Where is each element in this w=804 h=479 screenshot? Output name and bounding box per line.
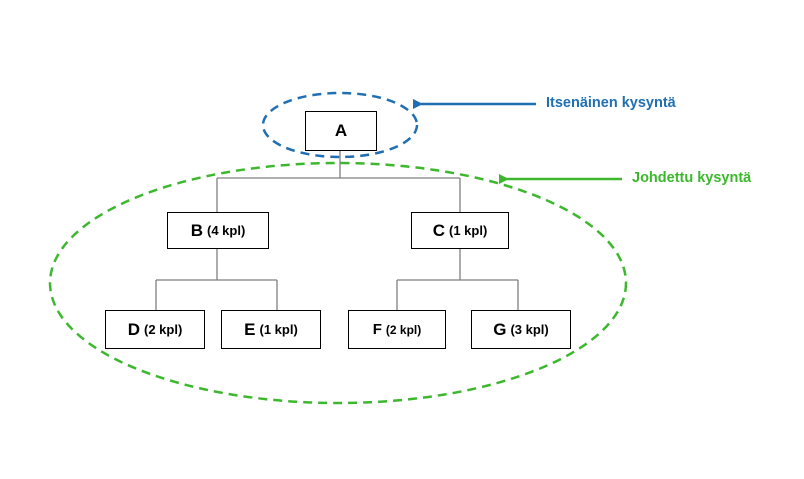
dependent-demand-ellipse [48,161,628,405]
dependent-demand-label: Johdettu kysyntä [632,170,752,186]
node-c-letter: C [432,220,445,240]
connector-b-de [155,249,278,310]
node-b-letter: B [190,220,203,240]
node-e: E (1 kpl) [221,310,321,349]
node-c-quantity: (1 kpl) [448,223,488,238]
node-f: F (2 kpl) [348,310,446,349]
node-g-letter: G [493,319,507,339]
node-e-quantity: (1 kpl) [259,322,298,337]
node-f-letter: F [372,321,382,338]
independent-demand-label: Itsenäinen kysyntä [546,95,676,111]
node-c: C (1 kpl) [411,212,509,249]
node-d-quantity: (2 kpl) [143,322,183,337]
node-a: A [305,111,377,151]
connector-lines [155,150,519,310]
node-g-quantity: (3 kpl) [510,322,549,337]
node-b: B (4 kpl) [167,212,269,249]
connector-a-bc [216,150,461,212]
node-d: D (2 kpl) [105,310,205,349]
connector-c-fg [396,249,519,310]
independent-demand-ellipse [261,91,419,159]
node-f-quantity: (2 kpl) [385,322,422,337]
node-a-letter: A [334,121,348,140]
node-d-letter: D [127,319,140,339]
node-b-quantity: (4 kpl) [206,223,246,238]
node-g: G (3 kpl) [471,310,571,349]
node-e-letter: E [244,319,256,339]
